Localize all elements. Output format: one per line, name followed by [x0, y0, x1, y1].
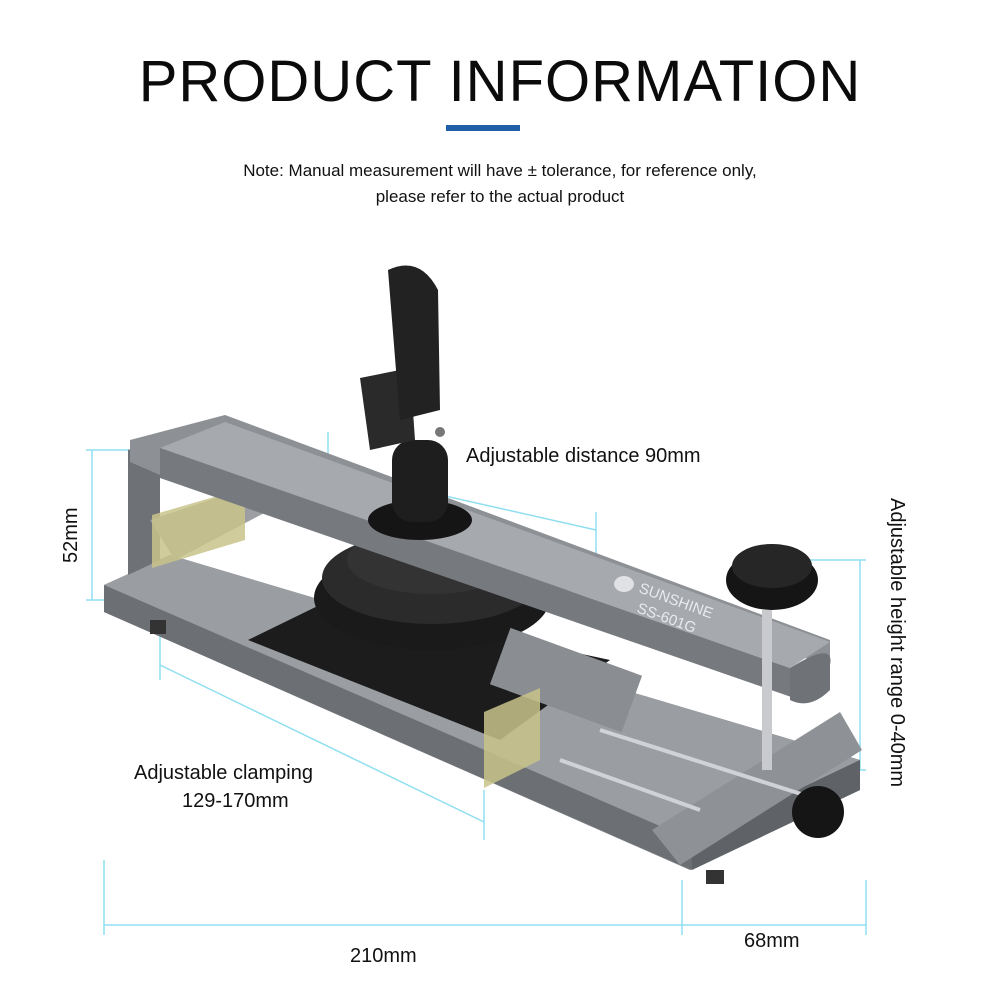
height-label: 52mm: [60, 507, 82, 563]
top-arm: SUNSHINE SS-601G: [130, 415, 831, 704]
length-label: 210mm: [350, 945, 417, 967]
distance-label: Adjustable distance 90mm: [466, 445, 701, 467]
left-clamp: [128, 438, 270, 575]
page-title: PRODUCT INFORMATION: [138, 49, 862, 114]
note-line-1: Note: Manual measurement will have ± tol…: [243, 161, 757, 180]
note-line-2: please refer to the actual product: [375, 187, 625, 206]
right-clamp: [484, 544, 862, 865]
title-accent-bar: [446, 125, 520, 131]
clamping-label-line2: 129-170mm: [182, 790, 289, 812]
measurement-note: Note: Manual measurement will have ± tol…: [0, 158, 1000, 210]
suction-handle: [360, 265, 472, 540]
dimension-lines: [86, 432, 867, 935]
clamping-label-line1: Adjustable clamping: [134, 762, 313, 784]
width-label: 68mm: [744, 930, 800, 952]
height-range-label: Adjustable height range 0-40mm: [886, 498, 908, 788]
